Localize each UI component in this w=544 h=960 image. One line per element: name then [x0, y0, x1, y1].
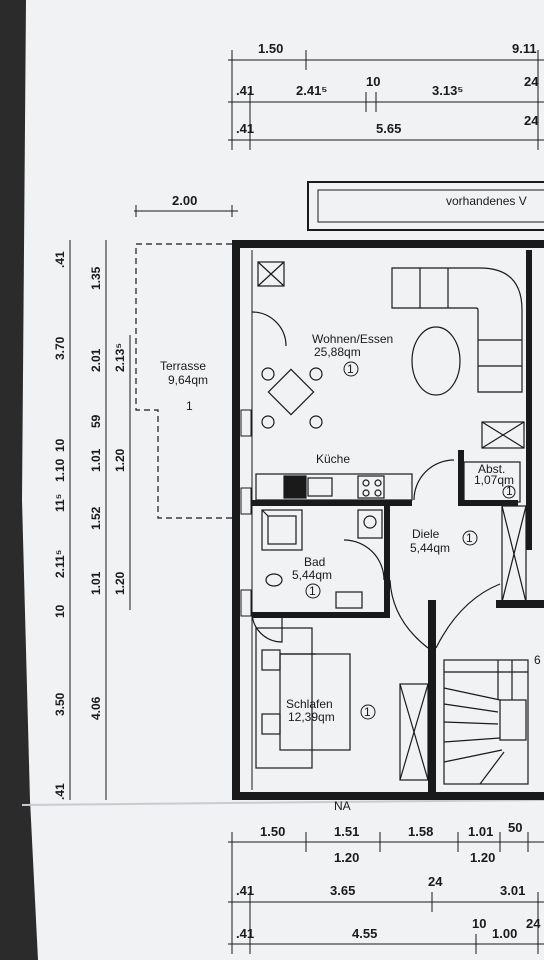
dim-top-4: 2.41⁵ [296, 83, 327, 98]
outer-walls [232, 240, 544, 800]
dim-bottom-16: 24 [526, 916, 541, 931]
dim-left-14: 1.52 [89, 506, 103, 530]
dim-bottom-12: .41 [236, 926, 254, 941]
dim-left-10: 1.35 [89, 266, 103, 290]
dim-left-9: .41 [53, 783, 67, 800]
dim-bottom-11: 3.01 [500, 883, 525, 898]
hall-name: Diele [412, 527, 440, 541]
dim-bottom-1: 1.50 [260, 824, 285, 839]
dim-bottom-na: NA [334, 799, 351, 813]
bedroom-area: 12,39qm [288, 710, 335, 724]
stair-area: 6 [534, 653, 541, 667]
interior-walls [252, 250, 544, 792]
bath-name: Bad [304, 555, 325, 569]
bottom-dimensions: NA 1.50 1.51 1.58 1.01 50 1.20 1.20 .41 … [228, 799, 544, 954]
furniture [251, 261, 529, 785]
dim-bottom-3: 1.58 [408, 824, 433, 839]
dim-bottom-4: 1.01 [468, 824, 493, 839]
dim-left-7: 10 [53, 604, 67, 618]
bath-num: 1 [309, 584, 316, 598]
dim-left-1: .41 [53, 251, 67, 268]
dim-bottom-6: 1.20 [334, 850, 359, 865]
dim-left-11: 2.01 [89, 348, 103, 372]
dim-top-2: 9.11 [512, 41, 537, 56]
dim-terrace-width: 2.00 [172, 193, 197, 208]
dim-bottom-8: .41 [236, 883, 254, 898]
dim-top-3: .41 [236, 83, 254, 98]
dim-left-17: 2.13⁵ [113, 343, 127, 372]
room-labels: Wohnen/Essen 25,88qm 1 Küche Abst. 1,07q… [286, 332, 541, 724]
terrace-name: Terrasse [160, 359, 206, 373]
dim-left-18: 1.20 [113, 448, 127, 472]
paper-fold [21, 799, 544, 806]
dim-top-9: 5.65 [376, 121, 401, 136]
dim-top-6: 3.13⁵ [432, 83, 463, 98]
living-area: 25,88qm [314, 345, 361, 359]
dim-left-4: 1.10 [53, 458, 67, 482]
hall-area: 5,44qm [410, 541, 450, 555]
terrace-num: 1 [186, 399, 193, 413]
top-dimensions: 1.50 9.11 .41 2.41⁵ 10 3.13⁵ 24 .41 5.65… [134, 41, 544, 217]
living-num: 1 [347, 362, 354, 376]
dim-top-10: 24 [524, 113, 539, 128]
dim-bottom-10: 24 [428, 874, 443, 889]
existing-label: vorhandenes V [446, 194, 527, 208]
bedroom-name: Schlafen [286, 697, 333, 711]
bath-area: 5,44qm [292, 568, 332, 582]
dim-bottom-7: 1.20 [470, 850, 495, 865]
storage-num: 1 [506, 484, 513, 498]
dim-bottom-14: 10 [472, 916, 486, 931]
dim-left-8: 3.50 [53, 692, 67, 716]
dim-top-1: 1.50 [258, 41, 283, 56]
kitchen-name: Küche [316, 452, 350, 466]
dim-left-12: 59 [89, 414, 103, 428]
dim-left-3: 10 [53, 438, 67, 452]
dim-bottom-5: 50 [508, 820, 522, 835]
hall-num: 1 [466, 531, 473, 545]
dim-left-19: 1.20 [113, 571, 127, 595]
dim-bottom-15: 1.00 [492, 926, 517, 941]
dim-left-15: 1.01 [89, 571, 103, 595]
living-name: Wohnen/Essen [312, 332, 393, 346]
dim-left-5: 11⁵ [53, 494, 67, 512]
dim-bottom-13: 4.55 [352, 926, 377, 941]
terrace-area: 9,64qm [168, 373, 208, 387]
paper-sheet [22, 0, 544, 960]
existing-structure: vorhandenes V [307, 181, 544, 231]
dim-left-13: 1.01 [89, 448, 103, 472]
dim-top-7: 24 [524, 74, 539, 89]
dim-bottom-9: 3.65 [330, 883, 355, 898]
dim-top-8: .41 [236, 121, 254, 136]
dim-bottom-2: 1.51 [334, 824, 359, 839]
storage-area: 1,07qm [474, 473, 514, 487]
dim-left-2: 3.70 [53, 336, 67, 360]
bedroom-num: 1 [364, 705, 371, 719]
terrace: Terrasse 9,64qm 1 [135, 243, 232, 519]
dim-top-5: 10 [366, 74, 380, 89]
left-dimensions: .41 3.70 10 1.10 11⁵ 2.11⁵ 10 3.50 .41 1… [53, 240, 131, 800]
storage-name: Abst. [478, 462, 505, 476]
dim-left-16: 4.06 [89, 696, 103, 720]
dim-left-6: 2.11⁵ [53, 550, 67, 578]
